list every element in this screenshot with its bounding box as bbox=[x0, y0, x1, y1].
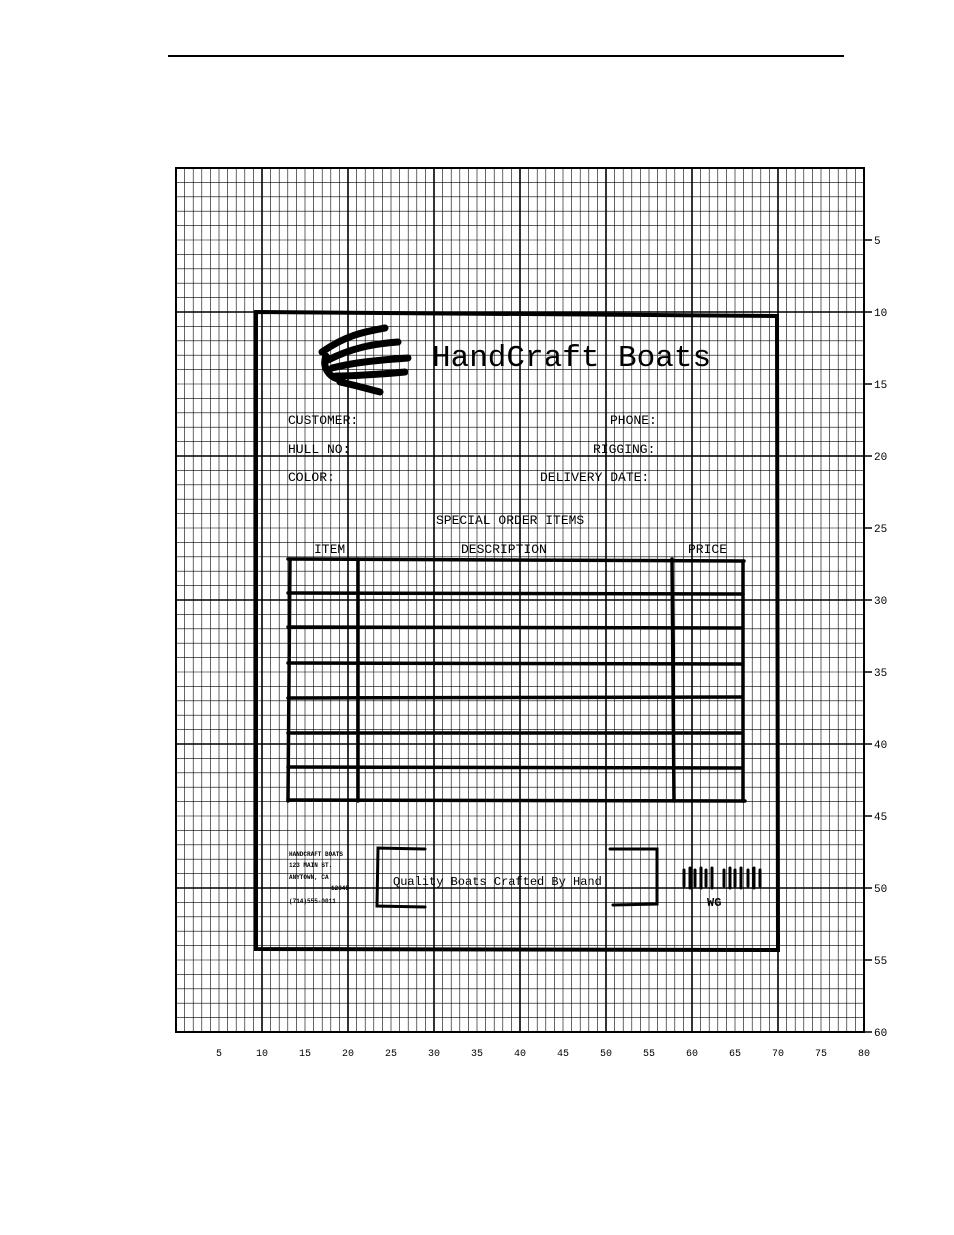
form-outer-frame bbox=[254, 309, 781, 953]
color-field-label: COLOR: bbox=[288, 470, 335, 485]
x-axis-label: 50 bbox=[600, 1049, 612, 1060]
y-axis-label: 35 bbox=[874, 668, 887, 680]
hull-no-field-label: HULL NO: bbox=[288, 442, 350, 457]
hand-logo-icon bbox=[318, 324, 412, 396]
x-axis-label: 80 bbox=[858, 1049, 870, 1060]
y-axis-label: 25 bbox=[874, 524, 887, 536]
x-axis-label: 30 bbox=[428, 1049, 440, 1060]
form-text: HandCraft Boats CUSTOMER: PHONE: HULL NO… bbox=[288, 341, 727, 910]
address-line: ANYTOWN, CA bbox=[289, 874, 329, 881]
slogan: Quality Boats Crafted By Hand bbox=[393, 875, 602, 889]
x-axis-label: 75 bbox=[815, 1049, 827, 1060]
special-order-title: SPECIAL ORDER ITEMS bbox=[436, 513, 584, 528]
phone-field-label: PHONE: bbox=[610, 413, 657, 428]
y-axis-label: 10 bbox=[874, 308, 887, 320]
x-axis-label: 5 bbox=[216, 1049, 222, 1060]
barcode-icon bbox=[682, 866, 762, 890]
y-axis-label: 55 bbox=[874, 956, 887, 968]
y-axis-label: 20 bbox=[874, 452, 887, 464]
y-axis-labels: 5 10 15 20 25 30 35 40 45 50 55 60 bbox=[864, 236, 887, 1040]
address-line: (714)555-0011 bbox=[289, 898, 336, 905]
x-axis-label: 55 bbox=[643, 1049, 655, 1060]
table-header-price: PRICE bbox=[688, 542, 727, 557]
x-axis-label: 60 bbox=[686, 1049, 698, 1060]
x-axis-label: 35 bbox=[471, 1049, 483, 1060]
table-header-description: DESCRIPTION bbox=[461, 542, 547, 557]
x-axis-label: 65 bbox=[729, 1049, 741, 1060]
barcode-caption: WG bbox=[707, 896, 721, 910]
slogan-brackets bbox=[375, 846, 659, 909]
x-axis-label: 20 bbox=[342, 1049, 354, 1060]
x-axis-label: 15 bbox=[299, 1049, 311, 1060]
x-axis-label: 40 bbox=[514, 1049, 526, 1060]
x-axis-labels: 5 10 15 20 25 30 35 40 45 50 55 60 65 70 75 80 bbox=[216, 1049, 870, 1060]
x-axis-label: 45 bbox=[557, 1049, 569, 1060]
y-axis-label: 30 bbox=[874, 596, 887, 608]
company-name: HandCraft Boats bbox=[432, 341, 711, 376]
x-axis-label: 25 bbox=[385, 1049, 397, 1060]
y-axis-label: 50 bbox=[874, 884, 887, 896]
special-order-table bbox=[286, 557, 747, 803]
address-line: HANDCRAFT BOATS bbox=[289, 851, 343, 858]
y-axis-label: 60 bbox=[874, 1028, 887, 1040]
rigging-field-label: RIGGING: bbox=[593, 442, 655, 457]
address-line: 123 MAIN ST. bbox=[289, 862, 332, 869]
address-line: 12345 bbox=[331, 885, 349, 892]
y-axis-label: 40 bbox=[874, 740, 887, 752]
y-axis-label: 5 bbox=[874, 236, 881, 248]
x-axis-label: 10 bbox=[256, 1049, 268, 1060]
y-axis-label: 15 bbox=[874, 380, 887, 392]
x-axis-label: 70 bbox=[772, 1049, 784, 1060]
delivery-date-field-label: DELIVERY DATE: bbox=[540, 470, 649, 485]
footer-address: HANDCRAFT BOATS 123 MAIN ST. ANYTOWN, CA… bbox=[289, 851, 349, 905]
y-axis-label: 45 bbox=[874, 812, 887, 824]
form-sketch bbox=[254, 309, 781, 953]
table-header-item: ITEM bbox=[314, 542, 345, 557]
header-rule bbox=[168, 55, 844, 57]
customer-field-label: CUSTOMER: bbox=[288, 413, 358, 428]
